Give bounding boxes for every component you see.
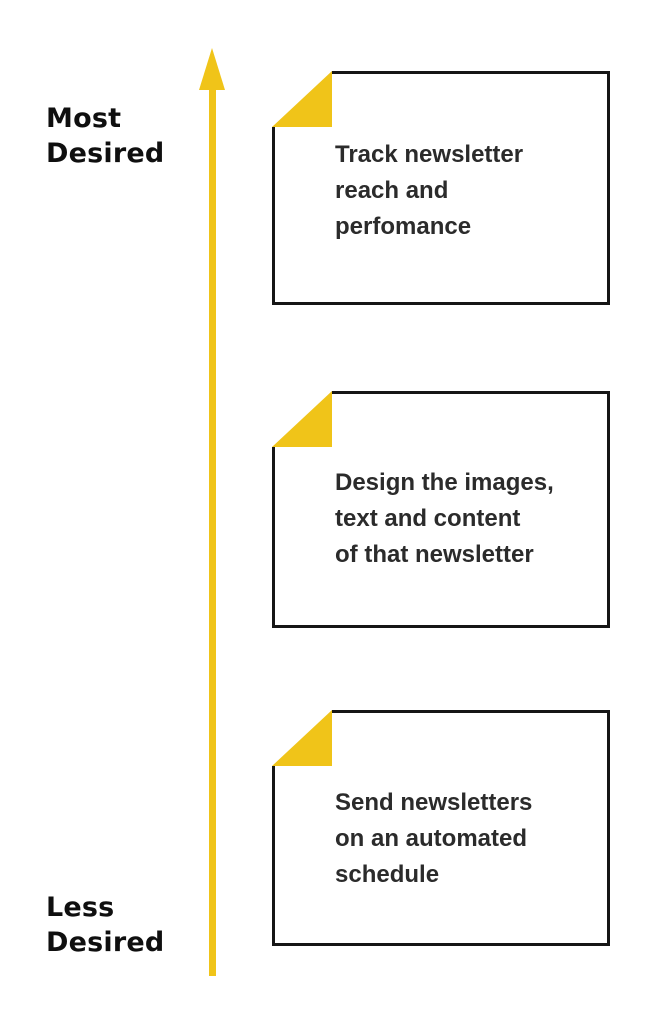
folded-corner-icon <box>272 71 332 127</box>
note-card-send-schedule: Send newsletters on an automated schedul… <box>272 710 610 946</box>
arrow-shaft <box>209 86 216 976</box>
note-card-design-content: Design the images, text and content of t… <box>272 391 610 628</box>
arrow-up-icon <box>199 48 225 90</box>
most-desired-label: Most Desired <box>46 103 165 169</box>
note-text: Send newsletters on an automated schedul… <box>335 789 533 888</box>
folded-corner-icon <box>272 391 332 447</box>
note-text: Track newsletter reach and perfomance <box>335 141 524 240</box>
less-desired-label: Less Desired <box>46 892 165 958</box>
note-text: Design the images, text and content of t… <box>335 469 554 568</box>
folded-corner-icon <box>272 710 332 766</box>
note-card-track-performance: Track newsletter reach and perfomance <box>272 71 610 305</box>
